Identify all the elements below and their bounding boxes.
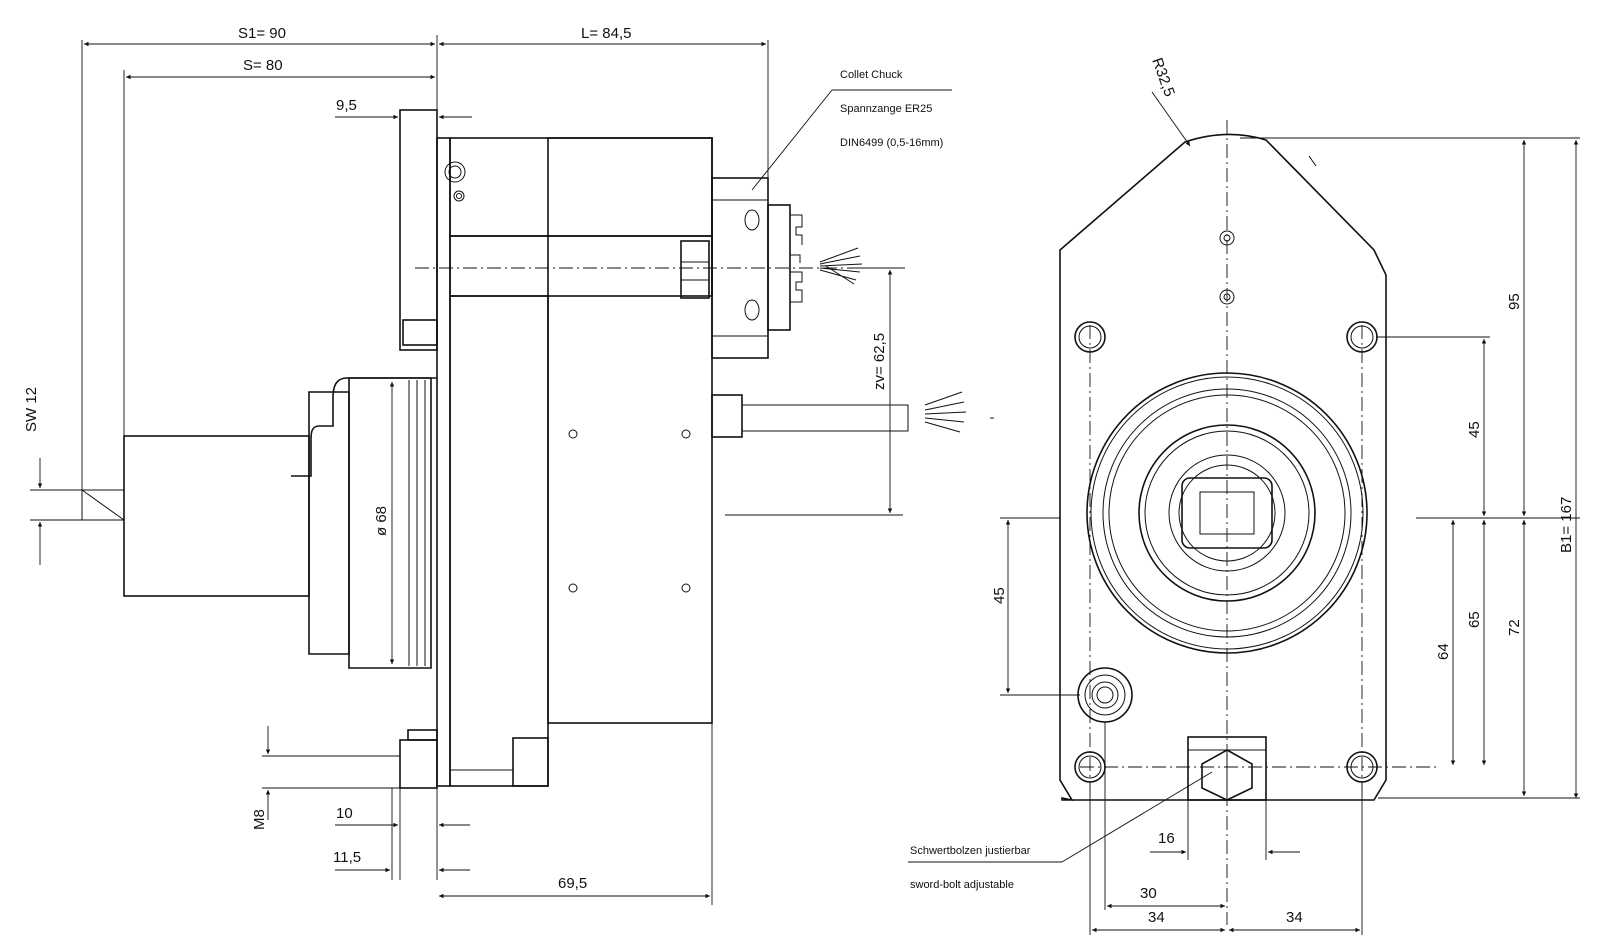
sword-note-line2: sword-bolt adjustable <box>910 879 1014 891</box>
d34a-label: 34 <box>1148 909 1165 926</box>
m8-label: M8 <box>251 809 268 830</box>
b1-label: B1= 167 <box>1558 497 1575 553</box>
sword-note-line1: Schwertbolzen justierbar <box>910 845 1031 857</box>
front-view <box>1059 120 1438 925</box>
collet-note-line3: DIN6499 (0,5-16mm) <box>840 137 943 149</box>
d45l-label: 45 <box>991 587 1008 604</box>
side-view <box>81 109 994 789</box>
d45r-label: 45 <box>1466 421 1483 438</box>
d30-label: 30 <box>1140 885 1157 902</box>
sw12-label: SW 12 <box>23 387 40 432</box>
d95v-label: 95 <box>1506 293 1523 310</box>
s-label: S= 80 <box>243 57 283 74</box>
d10-label: 10 <box>336 805 353 822</box>
d34b-label: 34 <box>1286 909 1303 926</box>
side-view-dimensions: S1= 90 L= 84,5 S= 80 9,5 SW 12 ø 68 zv= … <box>23 25 903 905</box>
d64-label: 64 <box>1435 643 1452 660</box>
l-label: L= 84,5 <box>581 25 631 42</box>
collet-note-line2: Spannzange ER25 <box>840 103 932 115</box>
front-view-dimensions: R32,5 95 B1= 167 45 65 64 72 45 16 <box>991 56 1580 935</box>
collet-note: Collet Chuck Spannzange ER25 DIN6499 (0,… <box>751 69 952 191</box>
d16-label: 16 <box>1158 830 1175 847</box>
d72-label: 72 <box>1506 619 1523 636</box>
d68-label: ø 68 <box>373 506 390 536</box>
s1-label: S1= 90 <box>238 25 286 42</box>
d695-label: 69,5 <box>558 875 587 892</box>
d95-label: 9,5 <box>336 97 357 114</box>
d65-label: 65 <box>1466 611 1483 628</box>
d115-label: 11,5 <box>333 849 361 866</box>
zv-label: zv= 62,5 <box>871 333 888 390</box>
collet-note-line1: Collet Chuck <box>840 69 903 81</box>
sword-bolt-note: Schwertbolzen justierbar sword-bolt adju… <box>908 771 1213 891</box>
